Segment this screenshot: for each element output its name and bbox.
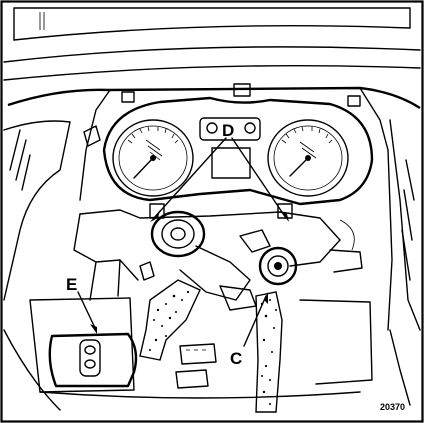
label-d: D — [222, 121, 234, 140]
label-c: C — [230, 349, 242, 368]
figure-reference-number: 20370 — [380, 402, 405, 412]
leader-lines — [77, 137, 289, 347]
windscreen-lines — [3, 7, 421, 81]
steering-column — [73, 203, 363, 311]
lower-dashboard — [29, 297, 373, 399]
label-e: E — [66, 275, 77, 294]
instrument-cluster — [83, 83, 374, 206]
wiring-looms — [139, 279, 283, 413]
dashboard-housing — [3, 86, 421, 411]
